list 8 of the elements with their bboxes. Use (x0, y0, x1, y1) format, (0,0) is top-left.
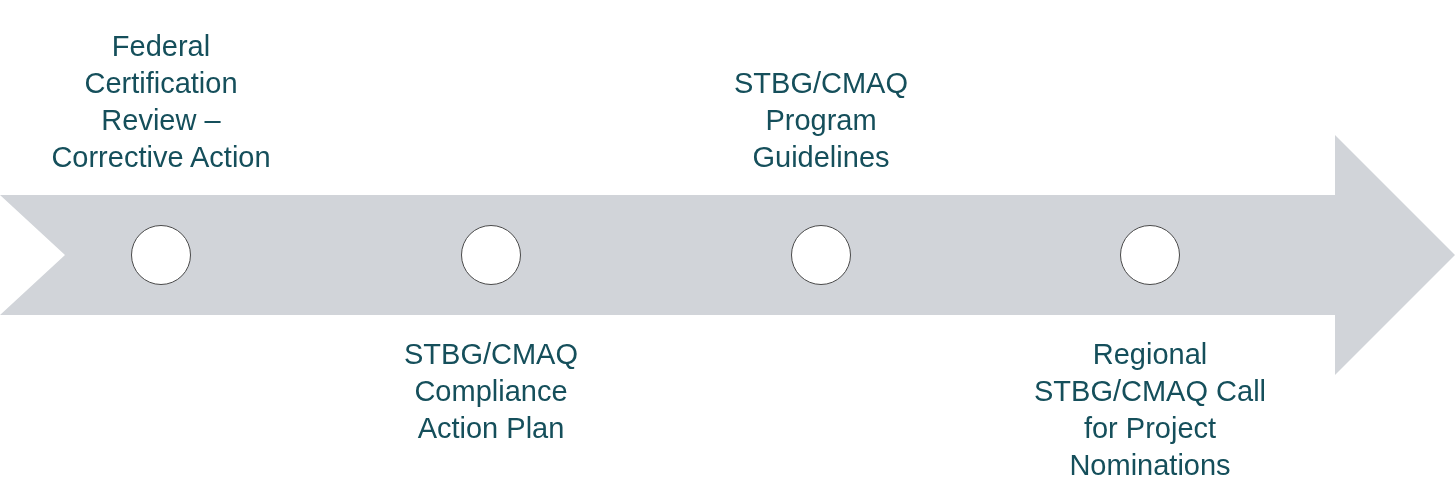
milestone-label: Regional STBG/CMAQ Call for Project Nominations (1033, 337, 1267, 483)
milestone-label: Federal Certification Review – Corrective Action (50, 29, 272, 175)
milestone-circle (791, 225, 851, 285)
milestone-circle (461, 225, 521, 285)
milestone-circle (131, 225, 191, 285)
milestone-label: STBG/CMAQ Program Guidelines (733, 66, 909, 175)
milestone-circle (1120, 225, 1180, 285)
milestone-label: STBG/CMAQ Compliance Action Plan (403, 337, 579, 446)
